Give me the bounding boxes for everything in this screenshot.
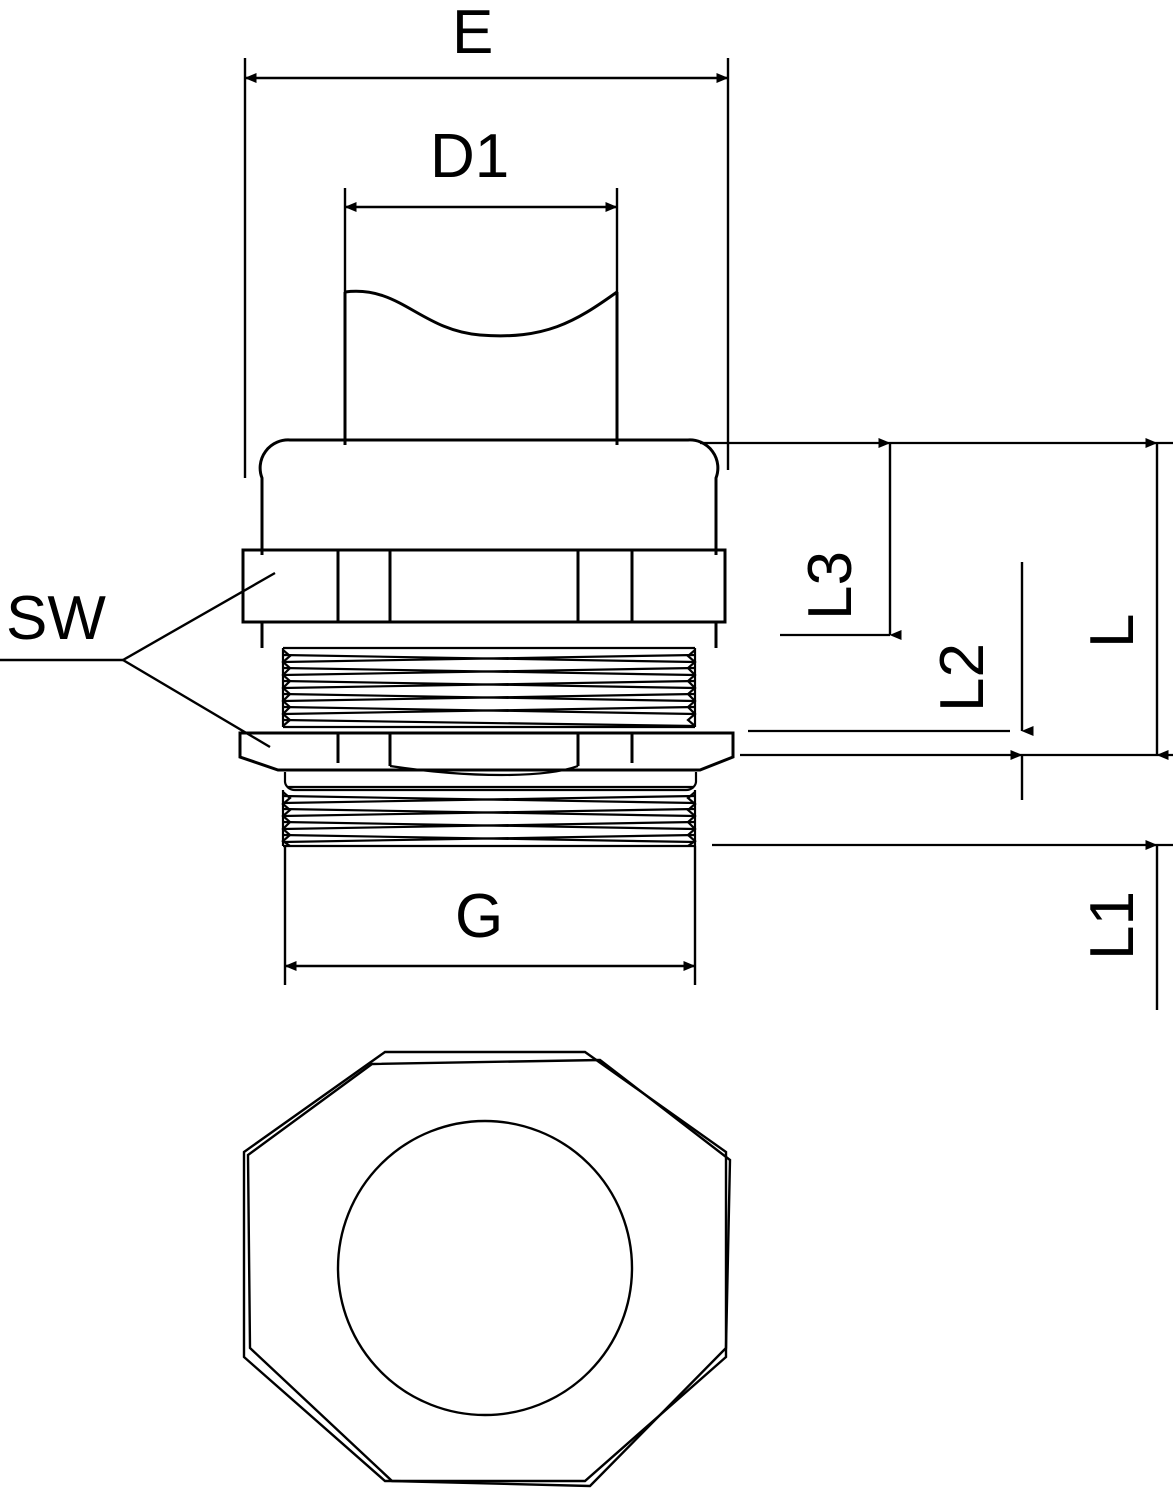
dimension-label-L2: L2 bbox=[928, 643, 997, 712]
upper-shank bbox=[260, 622, 718, 648]
dimension-SW-leader bbox=[0, 571, 276, 749]
dimension-label-E: E bbox=[452, 0, 494, 67]
upper-thread bbox=[281, 646, 697, 729]
upper-hex-nut bbox=[241, 548, 727, 624]
upper-insert-outline bbox=[343, 289, 619, 445]
dimension-label-D1: D1 bbox=[430, 122, 510, 191]
dimension-label-L1: L1 bbox=[1078, 891, 1147, 960]
reference-lines bbox=[700, 441, 1173, 847]
dimension-label-SW: SW bbox=[6, 584, 106, 653]
dimension-label-L3: L3 bbox=[796, 551, 865, 620]
dimension-E bbox=[243, 58, 730, 478]
lower-hex-flange bbox=[238, 731, 735, 777]
dimension-label-L: L bbox=[1078, 613, 1147, 648]
dimension-G bbox=[283, 846, 697, 985]
dimension-label-G: G bbox=[455, 882, 504, 951]
bottom-plan-view bbox=[242, 1050, 732, 1488]
cap-body-outline bbox=[258, 438, 720, 555]
dimension-D1 bbox=[343, 188, 619, 300]
lower-thread bbox=[281, 790, 697, 848]
lower-collar bbox=[283, 772, 698, 792]
